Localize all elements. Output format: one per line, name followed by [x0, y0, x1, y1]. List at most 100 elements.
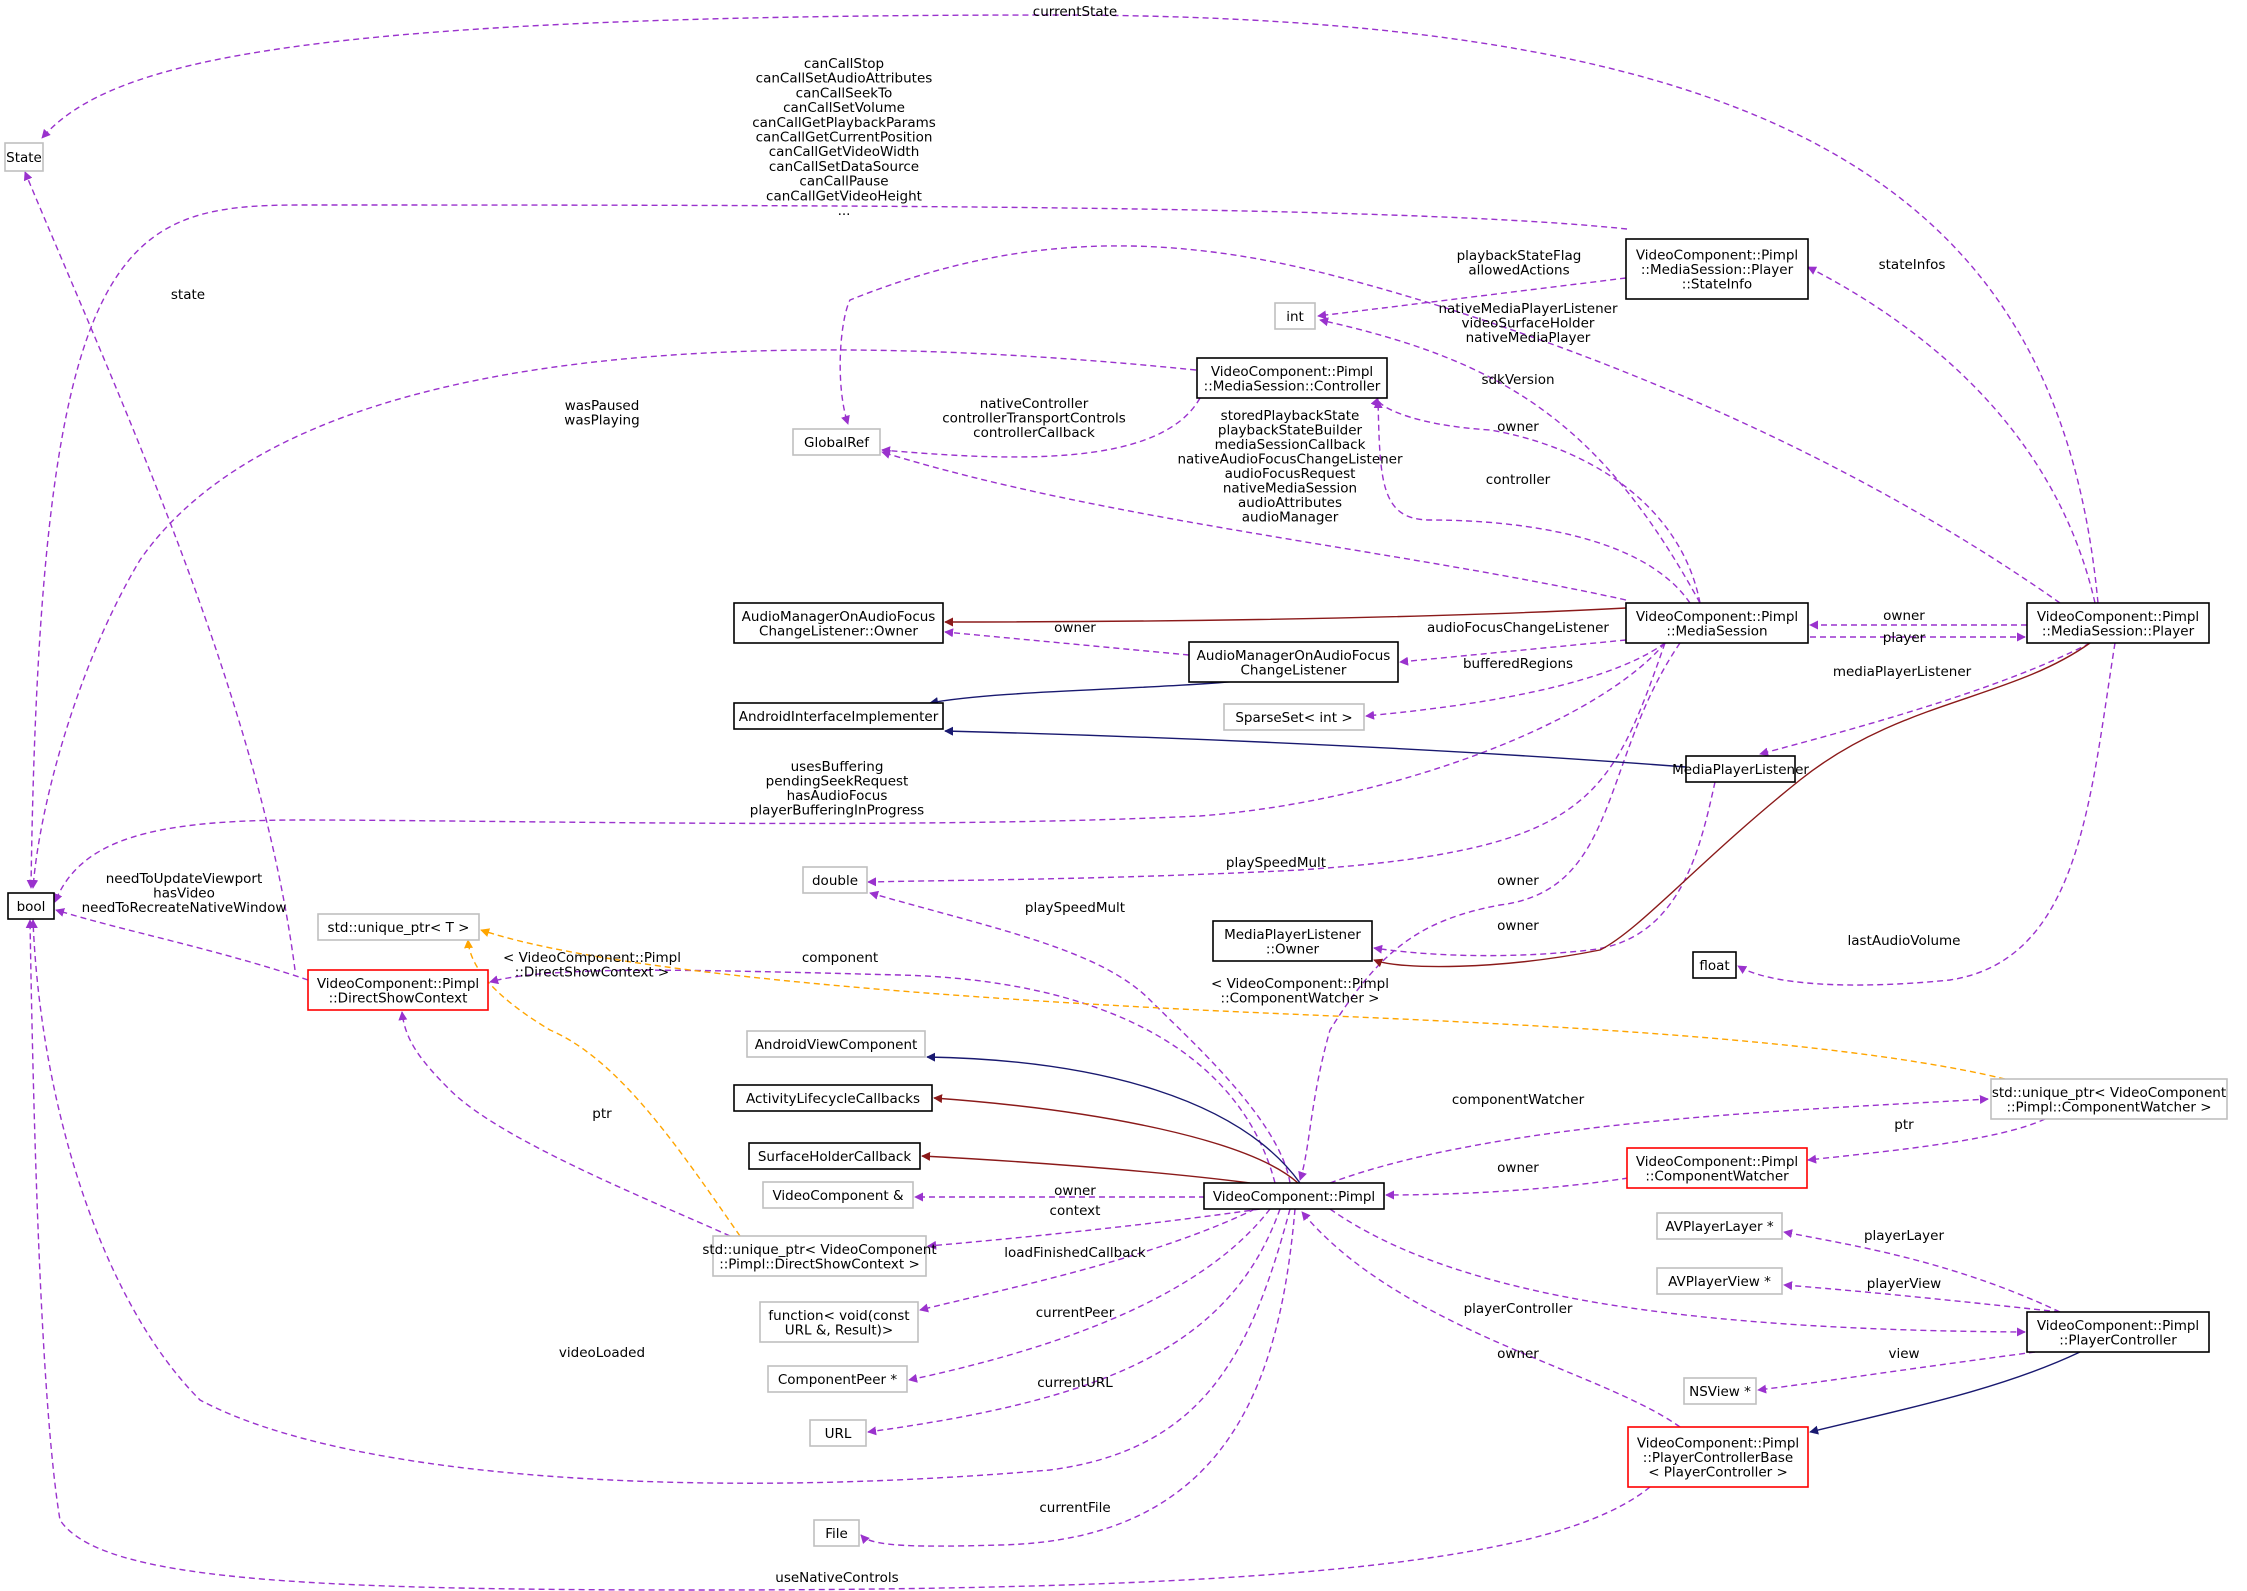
usage-edge-13: [1399, 639, 1627, 666]
edge-label-line: owner: [1054, 620, 1096, 636]
class-node-pcbase[interactable]: VideoComponent::Pimpl::PlayerControllerB…: [1627, 1426, 1809, 1488]
node-label: ::Owner: [1266, 941, 1320, 957]
node-label: ::PlayerController: [2059, 1332, 2177, 1348]
class-node-am-owner[interactable]: AudioManagerOnAudioFocusChangeListener::…: [733, 602, 944, 644]
edge-label-currentFile: currentFile: [1039, 1500, 1110, 1516]
class-node-int[interactable]: int: [1274, 302, 1316, 330]
edge-label-line: bufferedRegions: [1463, 656, 1573, 672]
node-box: [813, 1519, 860, 1547]
class-node-unique-cw[interactable]: std::unique_ptr< VideoComponent::Pimpl::…: [1990, 1078, 2228, 1120]
class-node-double[interactable]: double: [802, 866, 868, 894]
class-node-surface-cb[interactable]: SurfaceHolderCallback: [748, 1142, 921, 1170]
edge-label-line: audioManager: [1242, 510, 1339, 526]
class-node-bool[interactable]: bool: [7, 892, 55, 920]
edge-label-line: view: [1888, 1346, 1919, 1362]
class-node-unique-dsc[interactable]: std::unique_ptr< VideoComponent::Pimpl::…: [702, 1235, 937, 1277]
usage-edge-8: [881, 397, 1201, 458]
class-node-playerctrl[interactable]: VideoComponent::Pimpl::PlayerController: [2026, 1311, 2210, 1353]
class-node-float[interactable]: float: [1692, 951, 1737, 979]
class-node-globalref[interactable]: GlobalRef: [792, 428, 881, 456]
edge-label-line: canCallSeekTo: [796, 85, 893, 101]
edge-label-line: playerLayer: [1864, 1228, 1945, 1244]
class-node-url[interactable]: URL: [809, 1419, 867, 1447]
node-label: MediaPlayerListener: [1672, 762, 1809, 778]
edge-label-state: state: [171, 287, 205, 303]
edge-label-line: controllerTransportControls: [942, 411, 1126, 427]
class-node-android-view[interactable]: AndroidViewComponent: [746, 1030, 926, 1058]
edge-label-playerController: playerController: [1464, 1301, 1573, 1317]
node-box: [759, 1301, 919, 1343]
node-label: URL: [825, 1426, 852, 1442]
edge-label-line: currentFile: [1039, 1500, 1110, 1516]
usage-edge-22: [1737, 642, 2116, 986]
usage-edge-18: [53, 642, 1666, 903]
class-node-unique-t[interactable]: std::unique_ptr< T >: [317, 913, 480, 941]
class-node-android-impl[interactable]: AndroidInterfaceImplementer: [733, 702, 944, 730]
edge-label-line: nativeMediaPlayer: [1466, 330, 1591, 346]
edge-label-line: component: [802, 950, 878, 966]
usage-edge-38: [860, 1208, 1296, 1547]
edge-label-line: playerView: [1867, 1276, 1941, 1292]
class-node-vc-ref[interactable]: VideoComponent &: [762, 1181, 914, 1209]
class-node-controller[interactable]: VideoComponent::Pimpl::MediaSession::Con…: [1196, 357, 1388, 399]
node-box: [809, 1419, 867, 1447]
edge-label-line: stateInfos: [1879, 257, 1946, 273]
class-node-dsc[interactable]: VideoComponent::Pimpl::DirectShowContext: [307, 969, 489, 1011]
node-label: GlobalRef: [804, 435, 870, 451]
node-box: [1212, 920, 1373, 962]
inheritance-edge-52: [1809, 1351, 2081, 1435]
node-label: AndroidInterfaceImplementer: [739, 709, 939, 725]
edge-label-line: owner: [1883, 608, 1925, 624]
class-node-sparseset[interactable]: SparseSet< int >: [1223, 703, 1365, 731]
usage-edge-30: [1807, 1118, 2046, 1164]
node-label: VideoComponent::Pimpl: [1636, 609, 1798, 625]
class-node-activity-cb[interactable]: ActivityLifecycleCallbacks: [733, 1084, 933, 1112]
class-node-stateinfo[interactable]: VideoComponent::Pimpl::MediaSession::Pla…: [1625, 238, 1809, 300]
edge-label-sdkVersion: sdkVersion: [1481, 372, 1554, 388]
class-node-state[interactable]: State: [4, 142, 44, 172]
edge-label-line: state: [171, 287, 205, 303]
edge-label-line: currentState: [1033, 4, 1117, 20]
class-node-mp-listener[interactable]: MediaPlayerListener: [1672, 755, 1809, 783]
usage-edge-42: [1329, 1208, 2026, 1337]
class-node-file[interactable]: File: [813, 1519, 860, 1547]
edge-label-stateInfos: stateInfos: [1879, 257, 1946, 273]
edge-label-line: controllerCallback: [973, 425, 1095, 441]
inheritance-edge-47: [921, 1151, 1251, 1184]
class-node-mediasession[interactable]: VideoComponent::Pimpl::MediaSession: [1625, 602, 1809, 644]
usage-edge-19: [867, 642, 1666, 887]
edge-label-audioFocusChangeListener: audioFocusChangeListener: [1427, 620, 1609, 636]
node-label: VideoComponent &: [772, 1188, 903, 1204]
node-label: ::MediaSession::Player: [1641, 262, 1794, 278]
class-node-cw[interactable]: VideoComponent::Pimpl::ComponentWatcher: [1626, 1147, 1808, 1189]
edge-label-mediaPlayerListener: mediaPlayerListener: [1833, 664, 1972, 680]
class-node-ms-player[interactable]: VideoComponent::Pimpl::MediaSession::Pla…: [2026, 602, 2210, 644]
edge-label-line: currentURL: [1037, 1375, 1113, 1391]
class-node-comppeer[interactable]: ComponentPeer *: [767, 1365, 908, 1393]
node-label: double: [812, 873, 858, 889]
edge-label-line: mediaSessionCallback: [1215, 437, 1366, 453]
class-node-avview[interactable]: AVPlayerView *: [1656, 1267, 1783, 1295]
usage-edge-43: [1757, 1351, 2036, 1394]
node-label: AudioManagerOnAudioFocus: [1197, 648, 1391, 664]
class-node-mpl-owner[interactable]: MediaPlayerListener::Owner: [1212, 920, 1373, 962]
edge-label-line: ...: [838, 203, 851, 219]
class-node-avlayer[interactable]: AVPlayerLayer *: [1656, 1212, 1783, 1240]
edge-label-line: nativeAudioFocusChangeListener: [1177, 452, 1403, 468]
node-box: [1274, 302, 1316, 330]
node-label: function< void(const: [768, 1308, 909, 1324]
edge-label-currentState: currentState: [1033, 4, 1117, 20]
edge-label-loadFinishedCallback: loadFinishedCallback: [1004, 1245, 1146, 1261]
edge-label-line: < VideoComponent::Pimpl: [503, 950, 681, 966]
inheritance-edge-45: [926, 1052, 1301, 1184]
node-label: ::MediaSession: [1666, 623, 1767, 639]
class-node-pimpl[interactable]: VideoComponent::Pimpl: [1203, 1182, 1385, 1210]
usage-edge-10: [1370, 397, 1701, 604]
class-node-nsview[interactable]: NSView *: [1683, 1377, 1757, 1405]
